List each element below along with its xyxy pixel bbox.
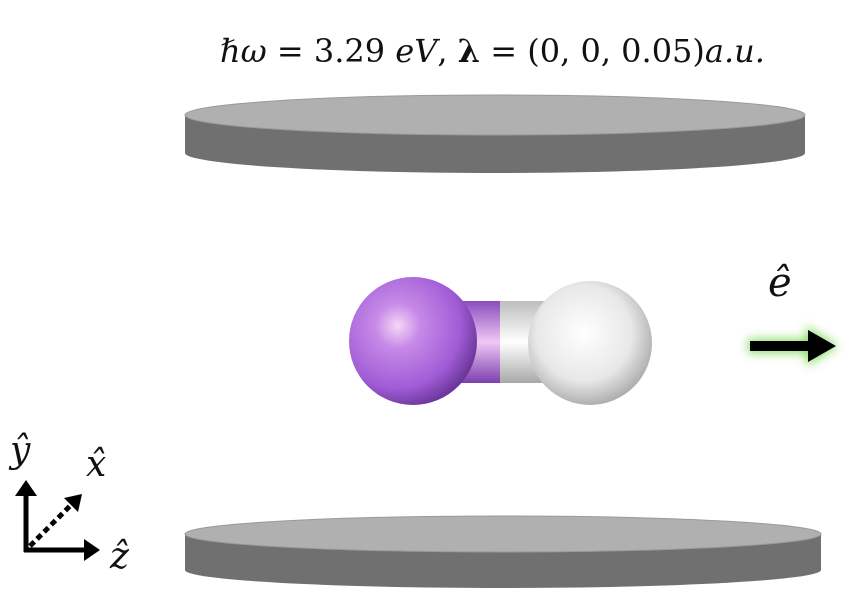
lambda-unit: a.u. [705,32,765,70]
top-plate-surface [184,94,806,136]
atom-right-white [528,281,652,405]
y-axis-arrow-head [15,480,37,496]
atom-left-purple [349,277,477,405]
diatomic-molecule [349,277,652,405]
top-mirror-plate [184,94,806,173]
caption-separator: , [437,32,457,70]
bottom-mirror-plate [184,515,822,588]
y-axis-label: ŷ [8,430,31,471]
coordinate-axes: ŷ x̂ ẑ [8,430,130,577]
polarization-vector: ê [748,260,838,366]
energy-unit: eV [385,32,440,70]
polarization-label: ê [768,260,792,306]
hbar-omega-symbol: ℏω [220,32,267,70]
lambda-value: (0, 0, 0.05) [527,32,705,70]
lambda-symbol: λ [458,32,480,70]
caption-equals-2: = [480,32,527,70]
polarization-arrow-icon [750,330,836,362]
x-axis-label: x̂ [86,444,106,485]
x-axis-arrow [28,504,72,548]
z-axis-label: ẑ [109,536,130,577]
energy-value: 3.29 [314,32,385,70]
caption-formula: ℏω = 3.29 eV, λ = (0, 0, 0.05)a.u. [220,32,765,70]
bottom-plate-surface [184,515,822,553]
z-axis-arrow-head [84,539,100,561]
caption-equals-1: = [267,32,314,70]
x-axis-arrow-head [64,494,82,512]
